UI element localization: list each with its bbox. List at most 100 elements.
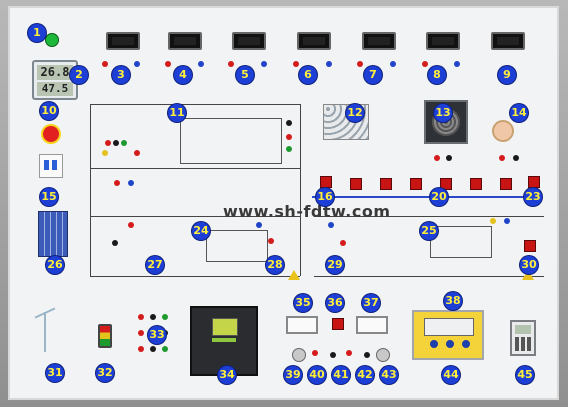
terminal[interactable] (357, 61, 363, 67)
terminal[interactable] (330, 352, 336, 358)
hygrometer-humidity: 47.5 (37, 82, 73, 96)
terminal[interactable] (326, 61, 332, 67)
terminal[interactable] (165, 61, 171, 67)
terminal[interactable] (346, 350, 352, 356)
terminal[interactable] (422, 61, 428, 67)
terminal[interactable] (286, 134, 292, 140)
terminal[interactable] (112, 240, 118, 246)
terminal[interactable] (499, 155, 505, 161)
controller-screen (212, 318, 238, 336)
terminal[interactable] (162, 346, 168, 352)
dc-meter-3 (106, 32, 140, 50)
callout-13: 13 (434, 104, 452, 122)
inverter-keypad (510, 320, 536, 356)
terminal[interactable] (121, 140, 127, 146)
callout-1: 1 (28, 24, 46, 42)
inverter-schematic-left (206, 230, 268, 262)
terminal[interactable] (490, 218, 496, 224)
terminal[interactable] (150, 346, 156, 352)
trainer-panel-board: 26.8 47.5 (8, 6, 559, 400)
terminal[interactable] (312, 350, 318, 356)
terminal[interactable] (504, 218, 510, 224)
circuit-breaker[interactable] (39, 154, 63, 178)
terminal[interactable] (138, 314, 144, 320)
terminal[interactable] (134, 150, 140, 156)
schematic-line (90, 168, 300, 169)
terminal[interactable] (113, 140, 119, 146)
schematic-line (314, 276, 544, 277)
terminal[interactable] (150, 314, 156, 320)
terminal[interactable] (162, 314, 168, 320)
schematic-line (314, 216, 544, 217)
terminal[interactable] (293, 61, 299, 67)
callout-2: 2 (70, 66, 88, 84)
callout-33: 33 (148, 326, 166, 344)
callout-35: 35 (294, 294, 312, 312)
battery-indicator (98, 324, 112, 348)
toggle-switch[interactable] (410, 178, 422, 190)
terminal[interactable] (228, 61, 234, 67)
schematic-divider (90, 104, 91, 276)
terminal[interactable] (114, 180, 120, 186)
terminal[interactable] (256, 222, 262, 228)
callout-10: 10 (40, 102, 58, 120)
toggle-switch[interactable] (500, 178, 512, 190)
knob-control[interactable] (292, 348, 306, 362)
toggle-switch[interactable] (320, 176, 332, 188)
terminal[interactable] (102, 61, 108, 67)
dc-meter-5 (232, 32, 266, 50)
terminal[interactable] (134, 61, 140, 67)
bus-line (312, 196, 542, 198)
callout-31: 31 (46, 364, 64, 382)
callout-43: 43 (380, 366, 398, 384)
callout-6: 6 (299, 66, 317, 84)
hygrometer-temperature: 26.8 (37, 65, 73, 80)
terminal[interactable] (261, 61, 267, 67)
callout-41: 41 (332, 366, 350, 384)
terminal[interactable] (198, 61, 204, 67)
terminal[interactable] (268, 238, 274, 244)
terminal[interactable] (138, 346, 144, 352)
terminal[interactable] (328, 222, 334, 228)
terminal[interactable] (138, 330, 144, 336)
toggle-switch[interactable] (470, 178, 482, 190)
toggle-switch[interactable] (380, 178, 392, 190)
toggle-switch[interactable] (524, 240, 536, 252)
wind-turbine-image (44, 312, 46, 352)
terminal[interactable] (286, 146, 292, 152)
terminal[interactable] (390, 61, 396, 67)
toggle-switch[interactable] (332, 318, 344, 330)
emergency-stop-button[interactable] (41, 124, 61, 144)
callout-12: 12 (346, 104, 364, 122)
terminal[interactable] (454, 61, 460, 67)
toggle-switch[interactable] (528, 176, 540, 188)
terminal[interactable] (105, 140, 111, 146)
callout-39: 39 (284, 366, 302, 384)
terminal[interactable] (286, 120, 292, 126)
callout-30: 30 (520, 256, 538, 274)
callout-3: 3 (112, 66, 130, 84)
schematic-divider (300, 104, 301, 276)
callout-25: 25 (420, 222, 438, 240)
terminal[interactable] (364, 352, 370, 358)
terminal[interactable] (513, 155, 519, 161)
terminal[interactable] (446, 155, 452, 161)
callout-37: 37 (362, 294, 380, 312)
warning-triangle-icon (522, 270, 534, 280)
terminal[interactable] (128, 222, 134, 228)
terminal[interactable] (128, 180, 134, 186)
dc-meter-7 (362, 32, 396, 50)
controller-logo-strip (212, 338, 236, 342)
callout-24: 24 (192, 222, 210, 240)
terminal[interactable] (434, 155, 440, 161)
callout-9: 9 (498, 66, 516, 84)
terminal[interactable] (102, 150, 108, 156)
dc-meter-4 (168, 32, 202, 50)
dc-meter-6 (297, 32, 331, 50)
dc-meter-8 (426, 32, 460, 50)
knob-control[interactable] (376, 348, 390, 362)
toggle-switch[interactable] (350, 178, 362, 190)
terminal[interactable] (340, 240, 346, 246)
callout-42: 42 (356, 366, 374, 384)
callout-15: 15 (40, 188, 58, 206)
